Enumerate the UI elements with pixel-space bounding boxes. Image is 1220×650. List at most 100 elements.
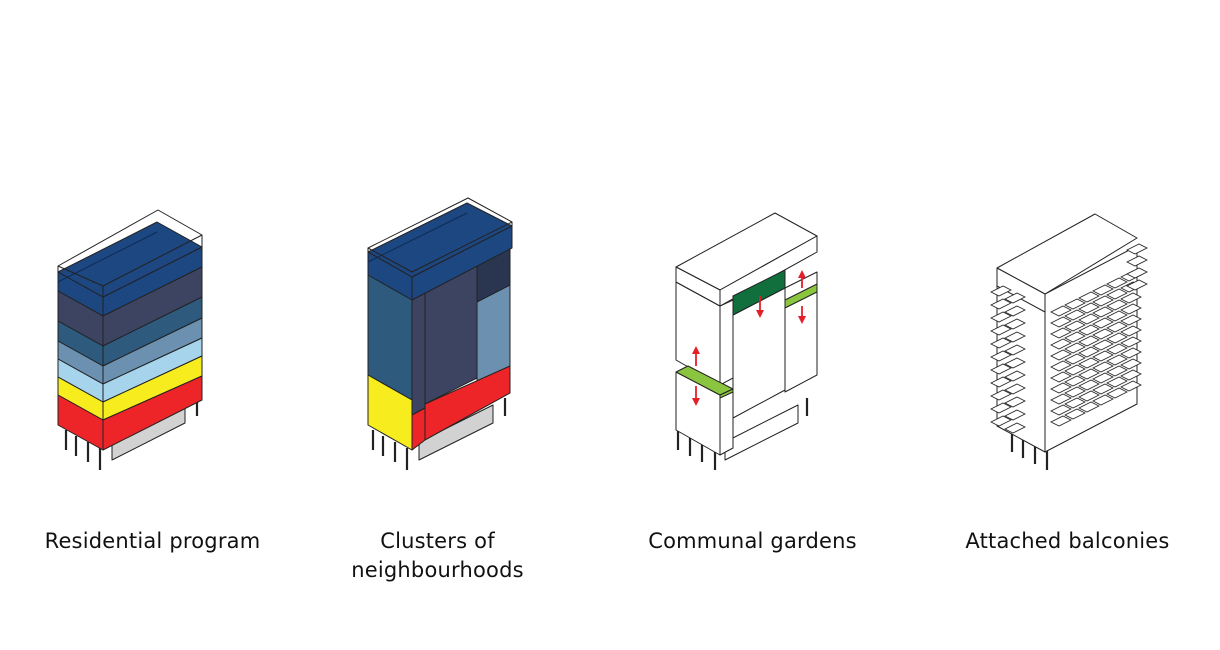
balcony-slab <box>1121 370 1141 380</box>
balcony-slab <box>1051 383 1071 393</box>
balcony-slab <box>1093 395 1113 405</box>
balcony-slab <box>1079 303 1099 313</box>
balcony-slab <box>1065 343 1085 353</box>
balcony-slab <box>1107 388 1127 398</box>
balcony-slab <box>1079 358 1099 368</box>
balcony-slab <box>1093 373 1113 383</box>
balcony-slab <box>1051 394 1071 404</box>
panel-clusters-of-neighbourhoods: Clusters of neighbourhoods <box>285 0 590 650</box>
balcony-slab <box>991 312 1011 322</box>
garden-light-green-upper <box>785 284 817 308</box>
balcony-slab <box>1079 325 1099 335</box>
balcony-slab <box>1127 256 1147 266</box>
balcony-slab <box>1127 268 1147 278</box>
balcony-slab <box>1121 337 1141 347</box>
balcony-slab <box>1051 339 1071 349</box>
balcony-slab <box>991 377 1011 387</box>
panel-communal-gardens: Communal gardens <box>600 0 905 650</box>
balcony-slab <box>1005 332 1025 342</box>
balcony-slab <box>1051 317 1071 327</box>
caption-communal-gardens: Communal gardens <box>600 527 905 556</box>
balcony-slab <box>1121 348 1141 358</box>
balcony-slab <box>1107 278 1127 288</box>
balcony-slab <box>1107 355 1127 365</box>
balcony-slab <box>1065 376 1085 386</box>
panel-residential-program: Residential program <box>0 0 305 650</box>
caption-line: Communal gardens <box>648 529 857 553</box>
panel-attached-balconies: Attached balconies <box>915 0 1220 650</box>
balcony-slab <box>991 403 1011 413</box>
balcony-slab <box>991 416 1011 426</box>
balcony-slab <box>1093 384 1113 394</box>
balcony-slab <box>1107 344 1127 354</box>
balcony-slab <box>1065 310 1085 320</box>
balcony-slab <box>1121 381 1141 391</box>
balcony-slab <box>1093 285 1113 295</box>
balcony-slab <box>1107 333 1127 343</box>
balcony-slab <box>1079 292 1099 302</box>
balcony-slab <box>1005 384 1025 394</box>
balcony-slab <box>1121 359 1141 369</box>
balcony-slab <box>1051 416 1071 426</box>
garden-dark-green <box>733 270 785 315</box>
caption-line: Attached balconies <box>965 529 1170 553</box>
balcony-slab <box>1079 336 1099 346</box>
balcony-slab <box>1107 377 1127 387</box>
balcony-slab <box>1065 409 1085 419</box>
clusters-diagram <box>285 0 590 520</box>
balcony-slab <box>1079 391 1099 401</box>
balcony-slab <box>1051 306 1071 316</box>
balcony-slab <box>991 351 1011 361</box>
balcony-slab <box>1065 398 1085 408</box>
balcony-slab <box>1005 397 1025 407</box>
balcony-slab <box>1093 296 1113 306</box>
balcony-slab <box>991 364 1011 374</box>
balcony-slab <box>991 286 1011 296</box>
balcony-slab <box>1065 321 1085 331</box>
balcony-slab <box>1121 304 1141 314</box>
balcony-slab <box>1093 340 1113 350</box>
balcony-slab <box>1121 293 1141 303</box>
balcony-slab <box>1093 318 1113 328</box>
balcony-slab <box>1107 289 1127 299</box>
balcony-slab <box>1051 405 1071 415</box>
balcony-slab <box>1107 311 1127 321</box>
vertical-connection-arrows <box>692 270 806 406</box>
caption-clusters-of-neighbourhoods: Clusters of neighbourhoods <box>285 527 590 585</box>
balcony-slab <box>1127 244 1147 254</box>
balcony-slab <box>1065 332 1085 342</box>
balcony-slab <box>1051 328 1071 338</box>
balcony-slab <box>1005 345 1025 355</box>
balcony-slab <box>1051 372 1071 382</box>
balcony-slab <box>1065 365 1085 375</box>
balcony-slab <box>1093 362 1113 372</box>
balcony-slab <box>1005 358 1025 368</box>
balcony-slab <box>1005 319 1025 329</box>
balcony-slab <box>1079 347 1099 357</box>
balcony-slab <box>1051 361 1071 371</box>
balcony-slab <box>1005 423 1025 433</box>
balcony-slab <box>1079 314 1099 324</box>
balcony-slab <box>991 338 1011 348</box>
balcony-slab <box>1079 369 1099 379</box>
caption-line: neighbourhoods <box>351 558 524 582</box>
attached-balconies-diagram <box>915 0 1220 520</box>
balcony-slab <box>1121 315 1141 325</box>
balcony-slab <box>1121 326 1141 336</box>
balcony-slab <box>1005 410 1025 420</box>
balcony-slab <box>991 325 1011 335</box>
balcony-slab <box>1093 307 1113 317</box>
caption-residential-program: Residential program <box>0 527 305 556</box>
balcony-slab <box>1093 351 1113 361</box>
caption-attached-balconies: Attached balconies <box>915 527 1220 556</box>
balcony-slab <box>1005 306 1025 316</box>
balcony-slab <box>1107 300 1127 310</box>
caption-line: Clusters of <box>380 529 495 553</box>
balcony-slab <box>1005 371 1025 381</box>
balcony-slab <box>1093 329 1113 339</box>
balcony-slab <box>991 299 1011 309</box>
balcony-slab <box>1065 387 1085 397</box>
balcony-slab <box>1065 299 1085 309</box>
balcony-slab <box>1079 380 1099 390</box>
balcony-slab <box>1051 350 1071 360</box>
